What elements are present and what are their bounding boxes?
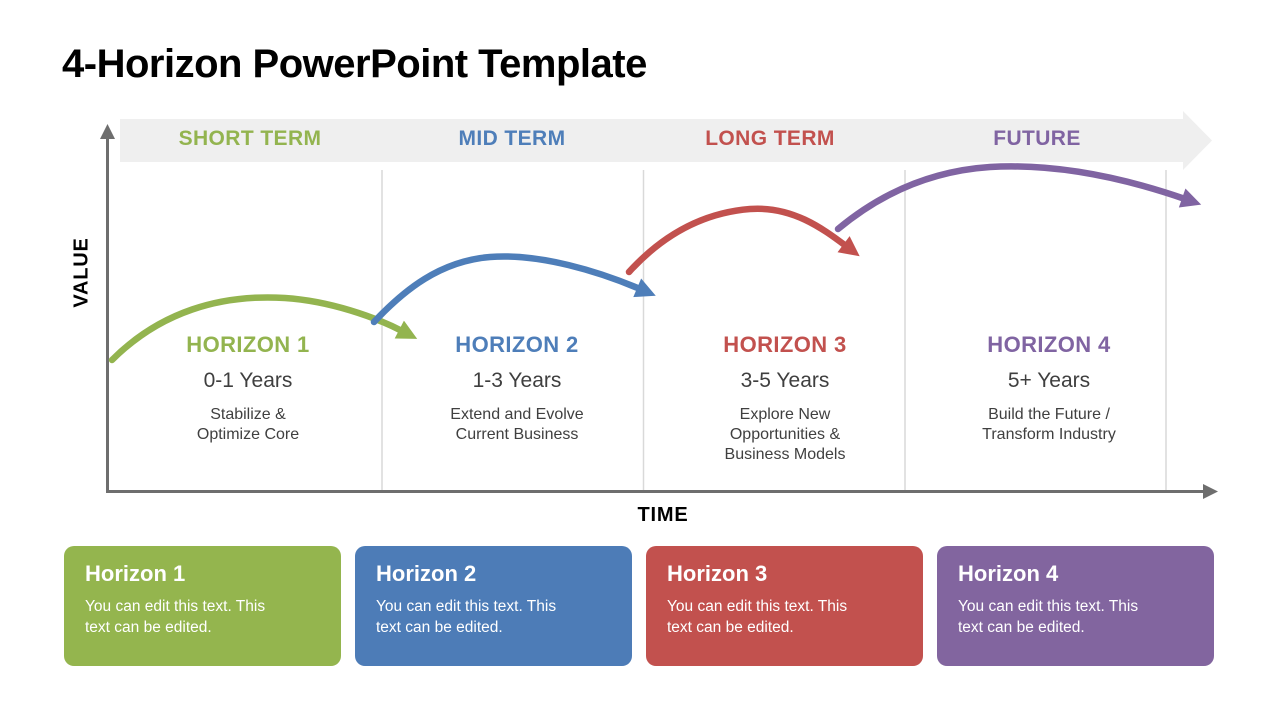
horizon-1-card-title: Horizon 1 [85, 561, 186, 586]
horizon-1-card-body: You can edit this text. This text can be… [85, 598, 266, 636]
value-axis-label: VALUE [70, 237, 93, 308]
horizon-2-card: Horizon 2 You can edit this text. This t… [355, 546, 632, 666]
horizon-2-description: Extend and Evolve Current Business [450, 406, 584, 443]
horizon-1-years: 0-1 Years [203, 369, 293, 392]
horizon-4-years: 5+ Years [1007, 369, 1091, 392]
phase-label-short-term: SHORT TERM [178, 127, 322, 150]
horizon-4-card: Horizon 4 You can edit this text. This t… [937, 546, 1214, 666]
horizon-4-description: Build the Future / Transform Industry [982, 406, 1116, 443]
horizon-3-description: Explore New Opportunities & Business Mod… [724, 406, 846, 463]
phase-label-long-term: LONG TERM [705, 127, 835, 150]
horizon-4-curve-arrow [834, 163, 1202, 233]
phase-label-mid-term: MID TERM [458, 127, 566, 150]
horizon-3-years: 3-5 Years [740, 369, 830, 392]
horizon-1-description: Stabilize & Optimize Core [196, 406, 300, 443]
time-axis-label: TIME [637, 504, 689, 526]
horizon-4-card-title: Horizon 4 [958, 561, 1059, 586]
horizon-4-card-body: You can edit this text. This text can be… [958, 598, 1139, 636]
horizon-1-card: Horizon 1 You can edit this text. This t… [64, 546, 341, 666]
horizon-1-heading: HORIZON 1 [186, 332, 310, 357]
horizon-4-heading: HORIZON 4 [987, 332, 1111, 357]
horizon-3-card: Horizon 3 You can edit this text. This t… [646, 546, 923, 666]
page-title: 4-Horizon PowerPoint Template [62, 42, 647, 86]
horizon-2-card-title: Horizon 2 [376, 561, 477, 586]
horizon-3-curve-arrow [625, 205, 860, 276]
phase-label-future: FUTURE [993, 127, 1081, 150]
horizon-2-heading: HORIZON 2 [455, 332, 579, 357]
horizon-3-heading: HORIZON 3 [723, 332, 847, 357]
horizon-3-card-body: You can edit this text. This text can be… [667, 598, 848, 636]
horizon-3-card-title: Horizon 3 [667, 561, 768, 586]
horizon-2-curve-arrow [370, 253, 656, 326]
horizon-2-card-body: You can edit this text. This text can be… [376, 598, 557, 636]
horizon-2-years: 1-3 Years [472, 369, 562, 392]
